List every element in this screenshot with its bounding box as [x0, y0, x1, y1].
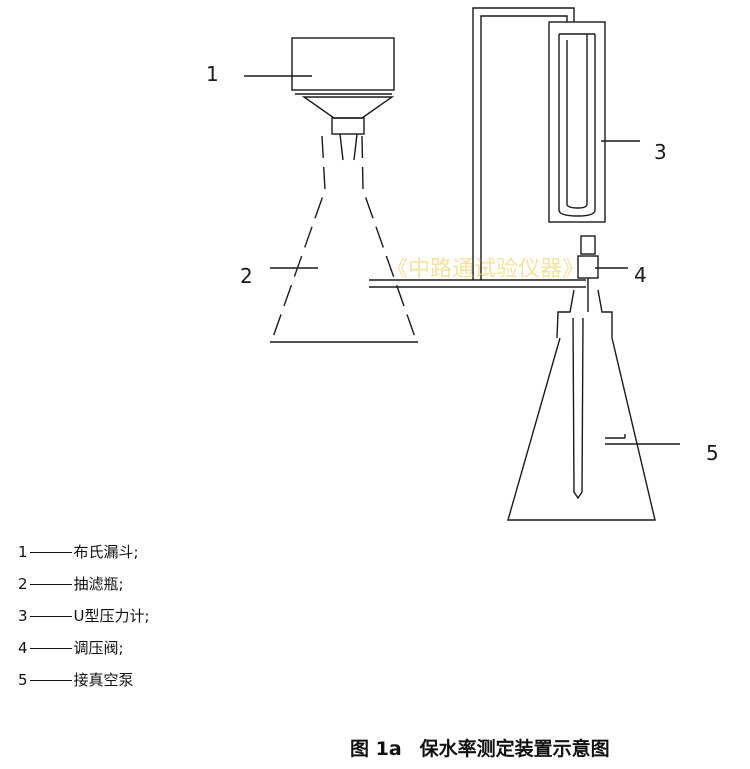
- pressure-valve: [577, 235, 599, 312]
- legend-dash: [29, 616, 72, 617]
- callout-label-1: 1: [206, 62, 219, 86]
- callout-label-5: 5: [706, 441, 719, 465]
- legend-dash: [29, 680, 72, 681]
- legend-text: 调压阀;: [73, 639, 124, 657]
- callout-label-4: 4: [634, 263, 647, 287]
- legend-text: 抽滤瓶;: [73, 575, 124, 593]
- legend-text: 接真空泵: [73, 671, 134, 689]
- legend-item: 1 布氏漏斗;: [18, 536, 150, 568]
- apparatus-diagram: 《中路通试验仪器》 1 2 3 4 5: [206, 7, 719, 521]
- figure-number: 图 1a: [350, 738, 402, 760]
- legend-dash: [29, 584, 72, 585]
- legend-number: 1: [18, 543, 28, 561]
- vacuum-flask: [507, 289, 680, 521]
- suction-flask: [270, 135, 418, 343]
- legend-list: 1 布氏漏斗; 2 抽滤瓶; 3 U型压力计; 4 调压阀; 5 接真空泵: [18, 536, 150, 696]
- legend-number: 5: [18, 671, 28, 689]
- legend-number: 2: [18, 575, 28, 593]
- figure-title: 保水率测定装置示意图: [419, 738, 610, 760]
- legend-number: 4: [18, 639, 28, 657]
- u-tube-manometer: [548, 21, 606, 223]
- figure-caption: 图 1a 保水率测定装置示意图: [350, 734, 610, 761]
- watermark-text: 《中路通试验仪器》: [386, 257, 584, 282]
- legend-item: 3 U型压力计;: [18, 600, 150, 632]
- legend-text: 布氏漏斗;: [73, 543, 139, 561]
- buchner-funnel: [291, 37, 395, 161]
- legend-number: 3: [18, 607, 28, 625]
- legend-item: 4 调压阀;: [18, 632, 150, 664]
- callout-label-3: 3: [654, 140, 667, 164]
- legend-dash: [29, 552, 72, 553]
- leader-lines: [244, 75, 640, 269]
- connecting-tubing: [369, 7, 586, 288]
- legend-dash: [29, 648, 72, 649]
- legend-item: 5 接真空泵: [18, 664, 150, 696]
- legend-text: U型压力计;: [73, 607, 150, 625]
- callout-label-2: 2: [240, 264, 253, 288]
- legend-item: 2 抽滤瓶;: [18, 568, 150, 600]
